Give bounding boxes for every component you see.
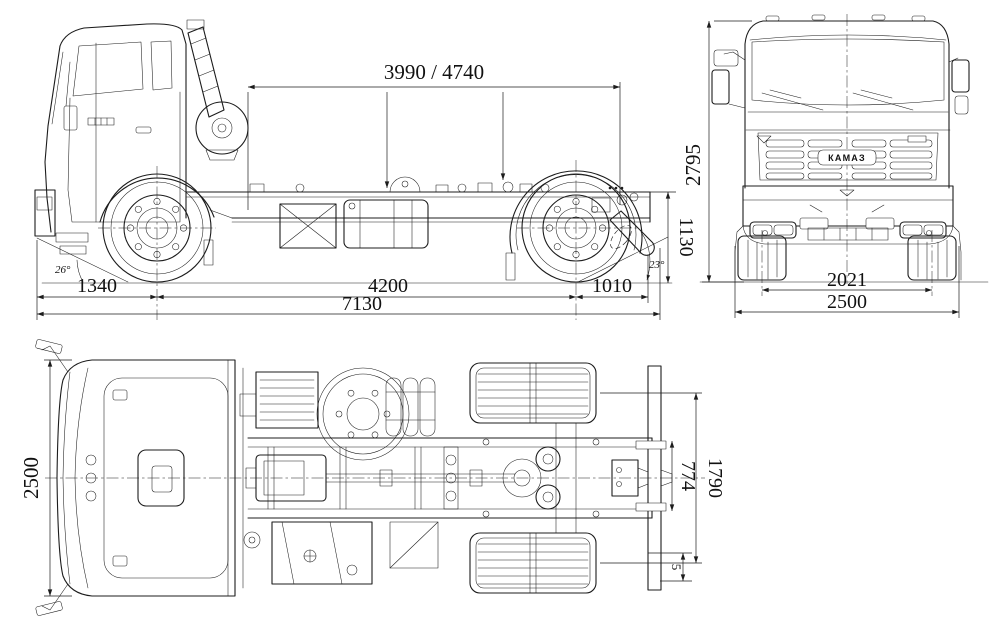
front-bumper-front [742, 185, 954, 245]
fuel-tank-top [243, 521, 439, 585]
battery-box [279, 203, 337, 249]
headlight-left [749, 221, 797, 239]
dim-label-front-overhang: 1340 [77, 275, 117, 297]
dim-label-overall-height: 2795 [681, 144, 705, 186]
angle-label-approach: 26° [55, 264, 71, 276]
front-wheels [734, 225, 962, 296]
dim-label-rear-overhang: 1010 [592, 275, 632, 297]
door-handle [135, 126, 152, 134]
air-tanks [385, 377, 436, 437]
front-view: КАМАЗ [681, 14, 989, 318]
dim-label-wheelbase-options: 3990 / 4740 [384, 60, 484, 84]
rear-wheel-side [505, 160, 643, 320]
dim-label-rear-width: 1790 [704, 458, 726, 498]
dual-wheels-top [469, 362, 597, 424]
top-dimensions: 2500 1790 774 5 [19, 359, 726, 597]
dim-label-frame-width: 774 [677, 461, 699, 491]
wiper-left [761, 92, 824, 111]
cab-tilt-mark [756, 135, 772, 144]
side-cab [44, 23, 187, 255]
top-view: 2500 1790 774 5 [19, 339, 726, 616]
mirror-arm-bottom [41, 583, 69, 611]
angle-label-departure: 23° [649, 259, 665, 271]
mirror-arm-top [41, 345, 69, 373]
grille: КАМАЗ [756, 132, 939, 181]
headlight [36, 196, 53, 211]
dim-label-overall-width: 2500 [827, 291, 867, 313]
tow-hitch-top [611, 459, 639, 497]
powertrain-top [245, 454, 516, 502]
spare-wheel-top [316, 367, 410, 461]
side-window [72, 41, 144, 97]
frame-rails-top [247, 437, 653, 519]
dim-label-track: 2021 [827, 269, 867, 291]
muffler-top [239, 371, 319, 429]
fuel-tank-side [343, 199, 429, 249]
frame-rails-side [185, 191, 651, 223]
dim-label-offset: 5 [669, 564, 684, 571]
cab-step [55, 232, 89, 243]
dim-label-cab-width: 2500 [19, 457, 43, 499]
top-cab [35, 339, 244, 616]
front-wheel-side [98, 166, 216, 320]
grille-badge-plate [817, 149, 877, 166]
mirror-left [711, 49, 746, 109]
front-dimensions: 2795 2021 2500 [681, 20, 960, 318]
dim-label-overall-length: 7130 [342, 293, 382, 315]
roof-hatch [137, 449, 185, 507]
wiper-right [852, 92, 914, 111]
dim-label-frame-height: 1130 [675, 217, 697, 256]
dual-wheels-bottom [469, 532, 597, 594]
mirror-right [948, 57, 970, 115]
windshield [751, 38, 945, 106]
dim-label-wheelbase: 4200 [368, 275, 408, 297]
headlight-right [899, 221, 947, 239]
front-bumper [34, 189, 129, 283]
air-dome [389, 176, 421, 193]
air-intake-stack [186, 19, 225, 118]
side-dimensions: 3990 / 4740 1340 4200 1010 7130 1130 26°… [36, 60, 697, 320]
front-cab [744, 14, 951, 189]
side-mirror [63, 105, 78, 131]
side-view: 3990 / 4740 1340 4200 1010 7130 1130 26°… [34, 19, 697, 320]
rear-crossmember-top [611, 365, 673, 591]
rear-axle-top [469, 362, 597, 594]
kamaz-badge: КАМАЗ [828, 153, 866, 163]
